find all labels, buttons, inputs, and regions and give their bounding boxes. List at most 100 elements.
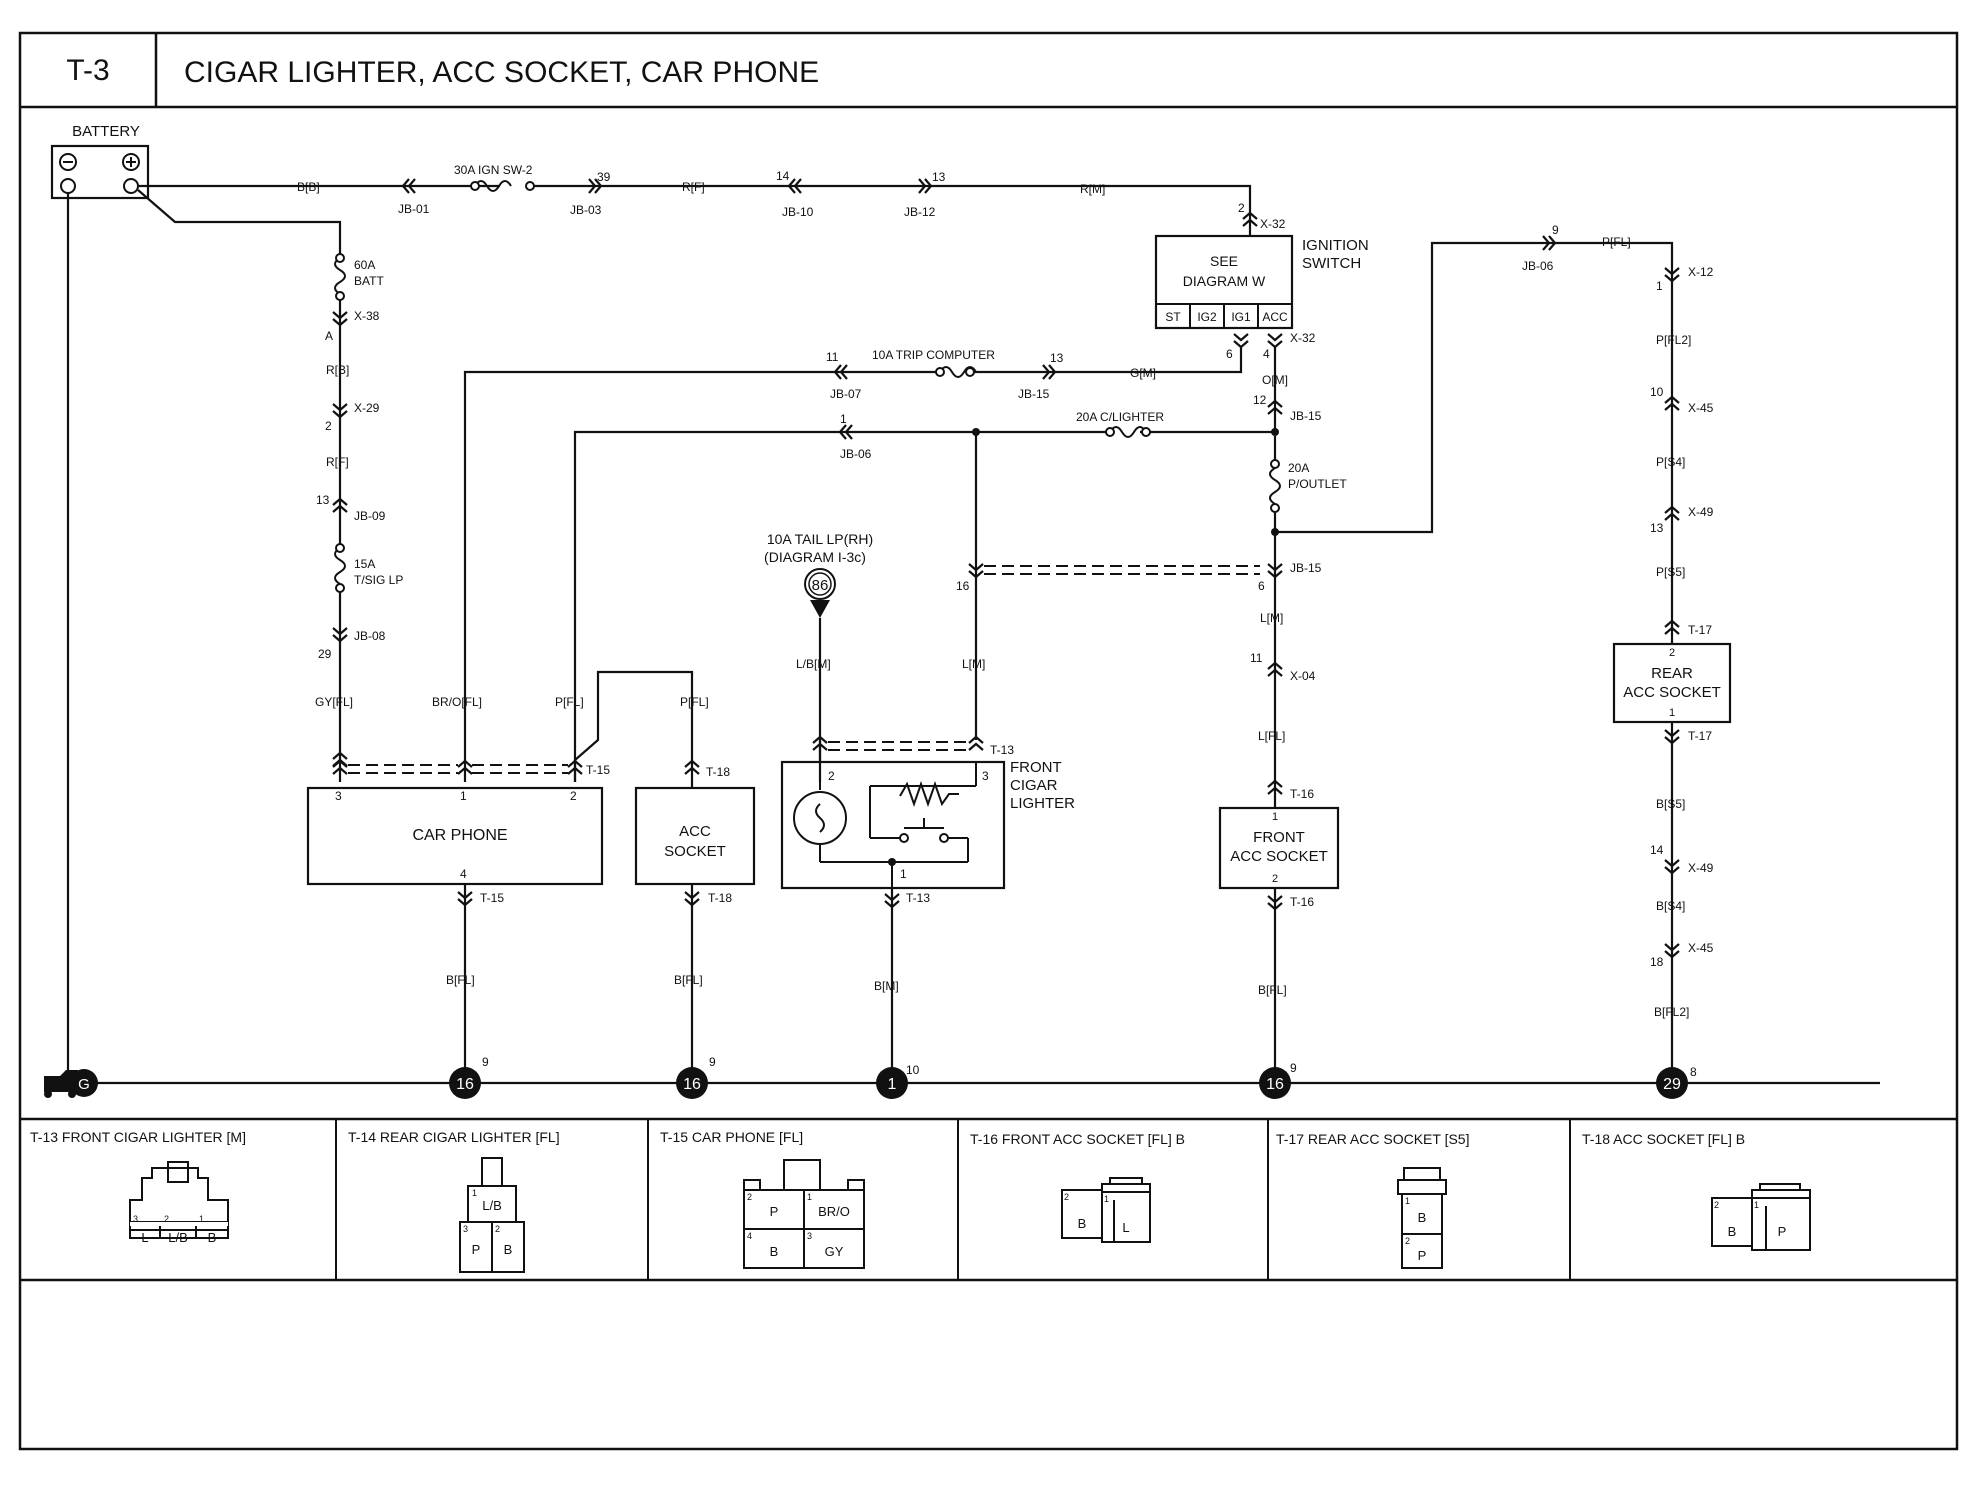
- pin-label: 1: [900, 867, 907, 881]
- wire-label: P[FL2]: [1656, 333, 1691, 347]
- fuse-label: 30A IGN SW-2: [454, 163, 533, 177]
- pin-label: 4: [1263, 347, 1270, 361]
- ground-point: 16 9: [1259, 1061, 1297, 1099]
- connector-label: X-32: [1260, 217, 1286, 231]
- connector-t13: T-13 FRONT CIGAR LIGHTER [M] L L/B B 3 2…: [30, 1129, 246, 1245]
- acc-socket-label: SOCKET: [664, 843, 726, 860]
- rear-acc-label: ACC SOCKET: [1623, 684, 1721, 701]
- ground-pin: 9: [709, 1055, 716, 1069]
- connector-label: X-32: [1290, 331, 1316, 345]
- connector-label: JB-06: [840, 447, 872, 461]
- front-acc-label: FRONT: [1253, 829, 1305, 846]
- ground-point: 1 10: [876, 1063, 920, 1099]
- pin-label: 13: [1650, 521, 1664, 535]
- svg-text:2: 2: [1714, 1200, 1719, 1210]
- svg-text:T-14 REAR CIGAR LIGHTER [FL]: T-14 REAR CIGAR LIGHTER [FL]: [348, 1129, 560, 1145]
- ground-pin: 9: [482, 1055, 489, 1069]
- pin-label: A: [325, 329, 333, 343]
- svg-text:1: 1: [472, 1188, 477, 1198]
- pin-label: 2: [1272, 873, 1278, 885]
- svg-text:L/B: L/B: [482, 1198, 502, 1213]
- pin-label: 2: [1669, 647, 1675, 659]
- wire-label: P[S5]: [1656, 565, 1685, 579]
- fuse-label: 10A TRIP COMPUTER: [872, 348, 995, 362]
- svg-text:2: 2: [1405, 1236, 1410, 1246]
- svg-text:4: 4: [747, 1231, 752, 1241]
- pin-label: 1: [460, 789, 467, 803]
- connector-label: JB-08: [354, 629, 386, 643]
- terminal-label: IG2: [1197, 310, 1217, 324]
- battery-symbol: [50, 144, 150, 200]
- wire-label: R[M]: [1080, 182, 1105, 196]
- pin-label: 1: [1272, 811, 1278, 823]
- page-code: T-3: [66, 54, 109, 87]
- wire-label: B[B]: [297, 180, 320, 194]
- svg-text:2: 2: [1064, 1192, 1069, 1202]
- wire-label: R[B]: [326, 363, 349, 377]
- front-acc-label: ACC SOCKET: [1230, 848, 1328, 865]
- pin-label: 6: [1258, 579, 1265, 593]
- page-title: CIGAR LIGHTER, ACC SOCKET, CAR PHONE: [184, 56, 819, 89]
- svg-text:T-18 ACC SOCKET [FL] B: T-18 ACC SOCKET [FL] B: [1582, 1131, 1745, 1147]
- ignition-label: IGNITION: [1302, 237, 1369, 254]
- wire-label: P[S4]: [1656, 455, 1685, 469]
- pin-label: 1: [840, 412, 847, 426]
- ground-point: 16 9: [449, 1055, 489, 1099]
- wire-label: R[F]: [326, 455, 349, 469]
- ground-point: 16 9: [676, 1055, 716, 1099]
- wire-label: P[FL]: [555, 695, 584, 709]
- svg-text:16: 16: [1266, 1076, 1284, 1093]
- wire-label: B[FL]: [1258, 983, 1287, 997]
- pin-label: 13: [316, 493, 330, 507]
- wire-label: L[M]: [1260, 611, 1283, 625]
- wire-label: G[M]: [1130, 366, 1156, 380]
- connector-label: T-18: [706, 765, 730, 779]
- pin-label: 13: [932, 170, 946, 184]
- wire-label: R[F]: [682, 180, 705, 194]
- connector-label: X-45: [1688, 941, 1714, 955]
- ignition-note: DIAGRAM W: [1183, 273, 1266, 289]
- connector-label: JB-10: [782, 205, 814, 219]
- connector-label: JB-09: [354, 509, 386, 523]
- fuse-label: T/SIG LP: [354, 573, 403, 587]
- wire-label: B[FL]: [446, 973, 475, 987]
- fuse-label: 15A: [354, 557, 375, 571]
- pin-label: 1: [1669, 707, 1675, 719]
- pin-label: 13: [1050, 351, 1064, 365]
- connector-label: X-38: [354, 309, 380, 323]
- front-acc-socket: [1218, 806, 1340, 890]
- svg-text:T-17 REAR ACC SOCKET [S5]: T-17 REAR ACC SOCKET [S5]: [1276, 1131, 1469, 1147]
- connector-label: JB-15: [1018, 387, 1050, 401]
- pin-label: 11: [826, 350, 839, 364]
- svg-text:1: 1: [1754, 1200, 1759, 1210]
- pin-label: 16: [956, 579, 970, 593]
- svg-text:B: B: [1078, 1216, 1087, 1231]
- svg-text:P: P: [770, 1204, 779, 1219]
- connector-label: X-12: [1688, 265, 1714, 279]
- svg-text:16: 16: [683, 1076, 701, 1093]
- wire-label: P[FL]: [680, 695, 709, 709]
- svg-text:3: 3: [463, 1224, 468, 1234]
- wire-label: P[FL]: [1602, 235, 1631, 249]
- front-cigar-label: LIGHTER: [1010, 795, 1075, 812]
- connector-label: JB-12: [904, 205, 936, 219]
- svg-text:29: 29: [1663, 1076, 1681, 1093]
- rear-acc-socket: [1612, 642, 1732, 724]
- svg-text:T-13 FRONT CIGAR LIGHTER [M]: T-13 FRONT CIGAR LIGHTER [M]: [30, 1129, 246, 1145]
- connector-label: T-15: [586, 763, 610, 777]
- connector-label: X-49: [1688, 861, 1714, 875]
- ignition-label: SWITCH: [1302, 255, 1361, 272]
- pin-label: 14: [776, 169, 790, 183]
- wire-label: B[S4]: [1656, 899, 1685, 913]
- fuse-label: 60A: [354, 258, 375, 272]
- pin-label: 18: [1650, 955, 1664, 969]
- pin-label: 2: [828, 769, 835, 783]
- car-phone-label: CAR PHONE: [412, 827, 507, 844]
- terminal-label: IG1: [1231, 310, 1251, 324]
- svg-text:P: P: [472, 1242, 481, 1257]
- connector-label: T-16: [1290, 895, 1314, 909]
- svg-text:1: 1: [807, 1192, 812, 1202]
- ground-pin: 9: [1290, 1061, 1297, 1075]
- battery-label: BATTERY: [72, 123, 140, 140]
